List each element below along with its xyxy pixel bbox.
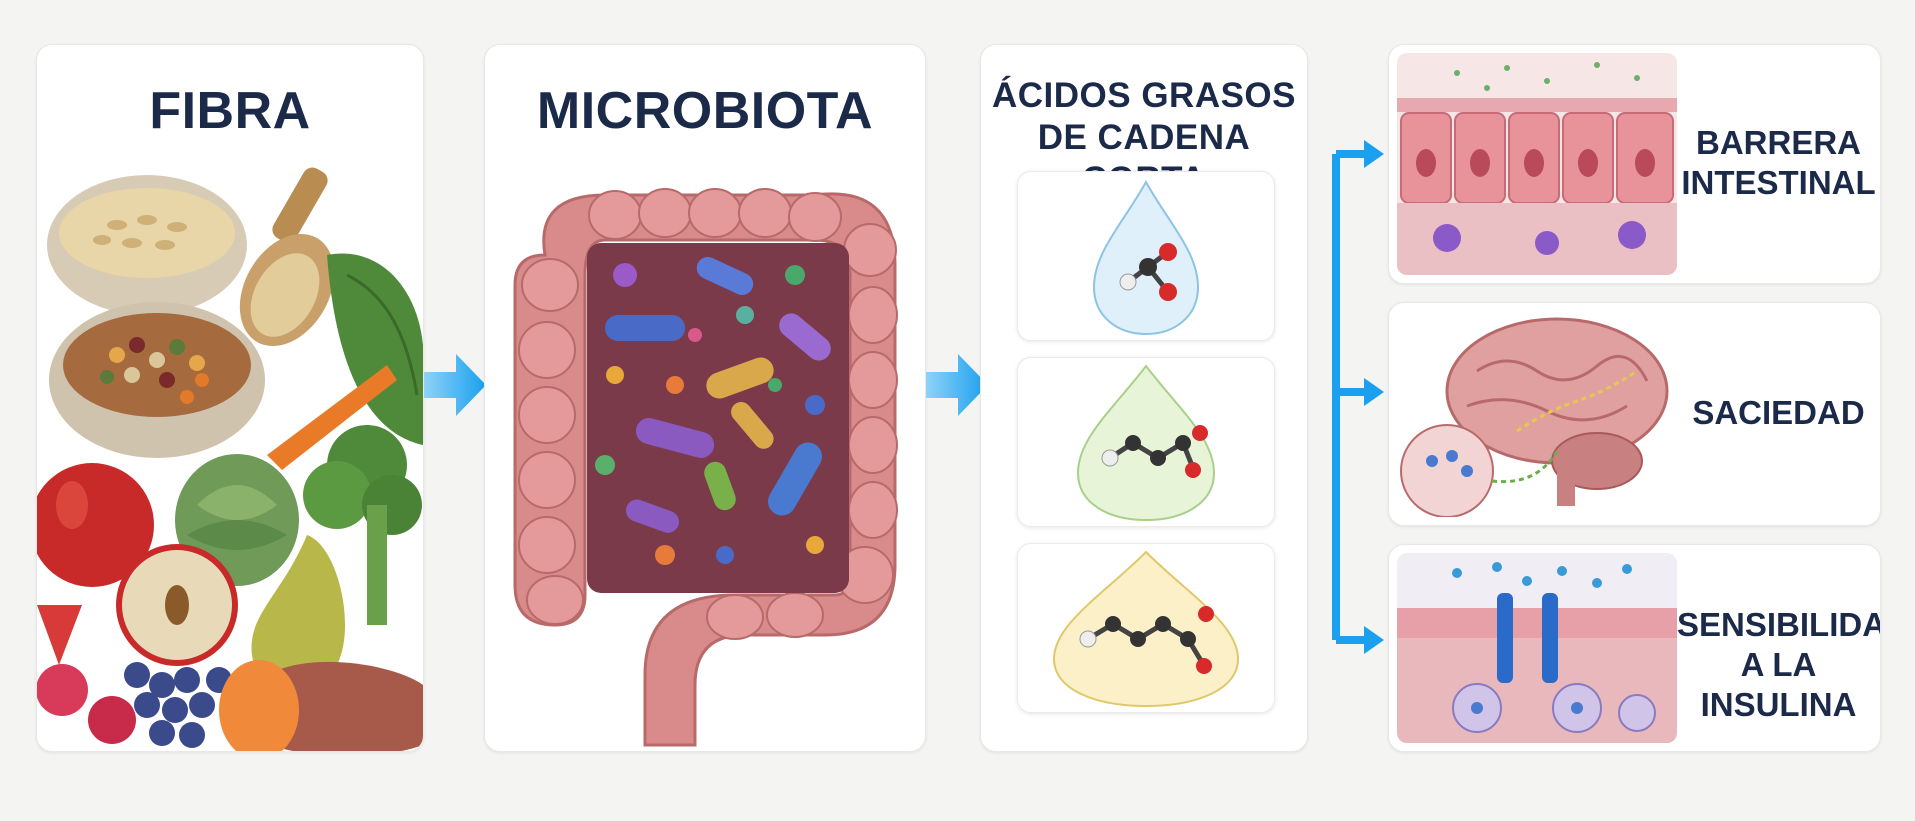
- outcome-label-saciedad: SACIEDAD: [1692, 394, 1865, 431]
- panel-fibra: FIBRA: [36, 44, 424, 752]
- arrow-microbiota-to-acidos: [926, 354, 988, 416]
- outcome-label-barrera: BARRERA INTESTINAL: [1681, 124, 1876, 201]
- branch-arrow-to-outcomes: [1306, 140, 1384, 654]
- butyrate-drop-icon: [1052, 550, 1240, 708]
- intestinal-barrier-illustration: [1397, 53, 1677, 275]
- outcome-card-saciedad: SACIEDAD: [1388, 302, 1881, 526]
- colon-microbiota-illustration: [513, 188, 898, 747]
- acidos-title: ÁCIDOS GRASOS DE CADENA CORTA: [981, 75, 1307, 201]
- molecule-card-butyrate: [1017, 543, 1275, 713]
- arrow-fibra-to-microbiota: [424, 354, 486, 416]
- panel-microbiota: MICROBIOTA: [484, 44, 926, 752]
- fibra-title: FIBRA: [149, 82, 311, 140]
- insulin-sensitivity-illustration: [1397, 553, 1677, 743]
- outcome-card-insulina: SENSIBILIDAD A LA INSULINA: [1388, 544, 1881, 752]
- microbiota-title: MICROBIOTA: [536, 82, 874, 140]
- acetate-drop-icon: [1092, 179, 1200, 336]
- outcome-card-barrera: BARRERA INTESTINAL: [1388, 44, 1881, 284]
- fibra-foods-illustration: [37, 167, 423, 751]
- outcome-label-insulina: SENSIBILIDAD A LA INSULINA: [1677, 606, 1880, 723]
- propionate-drop-icon: [1076, 364, 1216, 522]
- brain-satiety-illustration: [1397, 311, 1677, 517]
- molecule-card-acetate: [1017, 171, 1275, 341]
- acidos-title-line1: ÁCIDOS GRASOS: [991, 76, 1297, 115]
- panel-acidos-grasos: ÁCIDOS GRASOS DE CADENA CORTA: [980, 44, 1308, 752]
- molecule-card-propionate: [1017, 357, 1275, 527]
